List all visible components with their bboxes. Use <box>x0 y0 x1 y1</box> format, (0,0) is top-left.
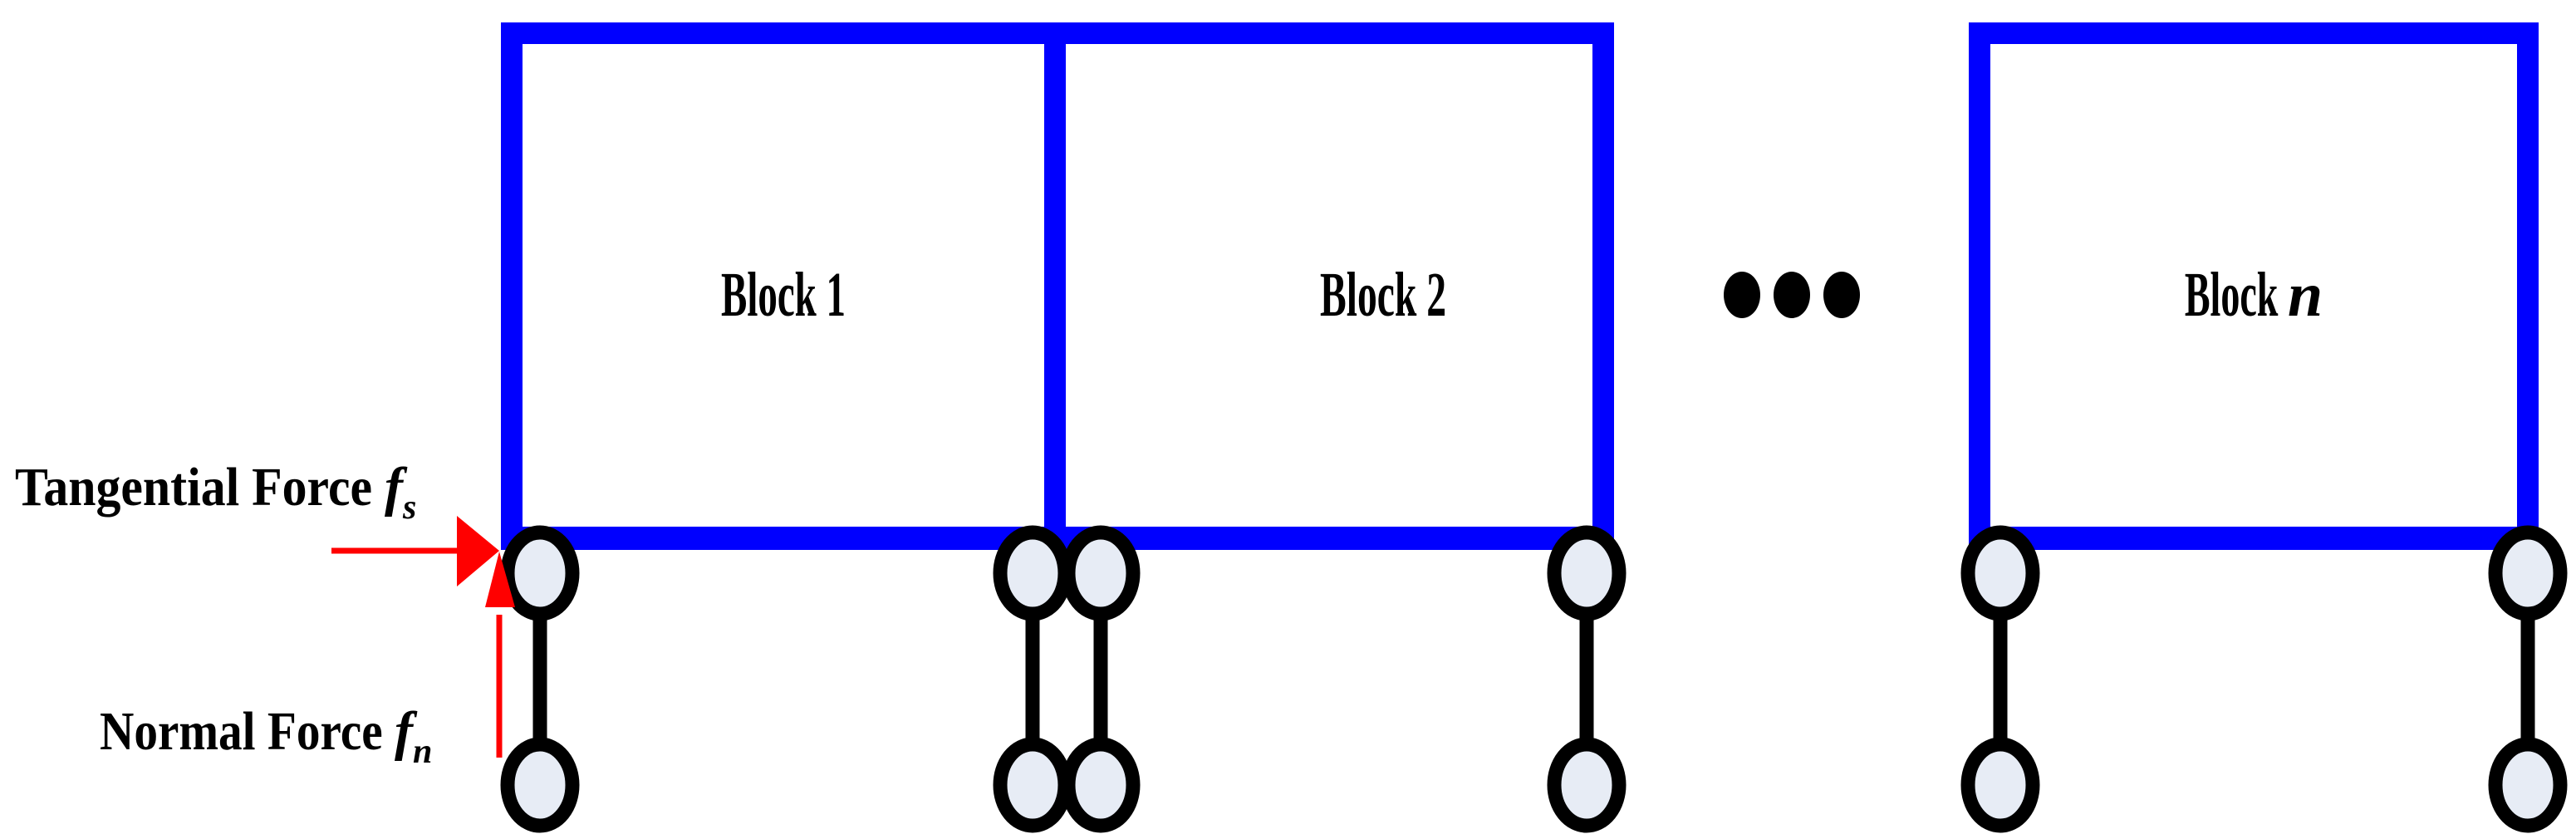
tangential-force-arrow-head <box>457 516 499 586</box>
spring-3-node-top <box>1061 525 1141 621</box>
block-1-label: Block 1 <box>721 260 846 330</box>
block-n-label: Block n <box>2185 260 2323 330</box>
spring-3[interactable] <box>1061 525 1141 833</box>
normal-force-arrow-head <box>485 552 515 607</box>
spring-3-node-bottom <box>1061 737 1141 833</box>
tangential-force-subscript: s <box>402 488 416 527</box>
tangential-force-label: Tangential Force fs <box>15 457 416 527</box>
spring-1-node-bottom <box>500 737 580 833</box>
spring-4-node-bottom <box>1547 737 1627 833</box>
ellipsis-dot-3 <box>1823 272 1860 318</box>
spring-4-node-top <box>1547 525 1627 621</box>
block-group-right <box>1969 22 2539 550</box>
spring-1-node-top <box>500 525 580 621</box>
spring-1[interactable] <box>500 525 580 833</box>
block-n-label-prefix: Block <box>2185 260 2288 330</box>
spring-5-node-bottom <box>1960 737 2040 833</box>
normal-force-label-text: Normal Force <box>100 701 395 762</box>
spring-6[interactable] <box>2488 525 2568 833</box>
tangential-force-label-text: Tangential Force <box>15 457 385 518</box>
spring-2-node-bottom <box>993 737 1072 833</box>
normal-force-subscript: n <box>413 733 432 771</box>
normal-force-arrow <box>485 552 515 758</box>
spring-6-node-bottom <box>2488 737 2568 833</box>
ellipsis-dot-1 <box>1724 272 1760 318</box>
normal-force-label: Normal Force fn <box>100 701 432 771</box>
horizontal-ellipsis-icon <box>1724 272 1860 318</box>
spring-4[interactable] <box>1547 525 1627 833</box>
spring-6-node-top <box>2488 525 2568 621</box>
spring-5-node-top <box>1960 525 2040 621</box>
spring-5[interactable] <box>1960 525 2040 833</box>
tangential-force-arrow <box>331 516 499 586</box>
block-n-label-index: n <box>2288 260 2323 330</box>
block-group-left <box>501 22 1614 550</box>
block-2-label: Block 2 <box>1320 260 1446 330</box>
ellipsis-dot-2 <box>1774 272 1810 318</box>
spring-2-node-top <box>993 525 1072 621</box>
spring-2[interactable] <box>993 525 1072 833</box>
